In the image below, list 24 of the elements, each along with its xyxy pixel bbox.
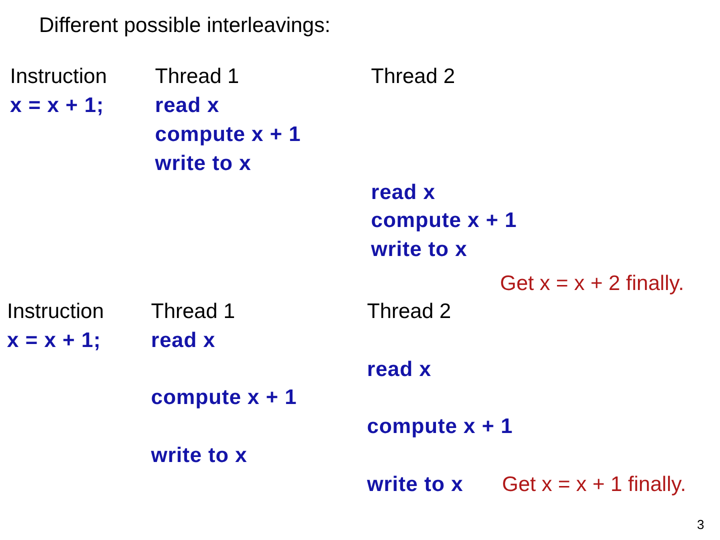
code-step: compute x + 1 <box>151 387 297 408</box>
code-step: read x <box>155 95 220 116</box>
code-step: write to x <box>371 239 468 260</box>
code-step: compute x + 1 <box>155 124 301 146</box>
code-step: x = x + 1; <box>7 330 101 352</box>
column-header: Instruction <box>7 301 104 322</box>
result-note: Get x = x + 2 finally. <box>500 273 684 294</box>
column-header: Instruction <box>10 66 107 88</box>
code-step: compute x + 1 <box>371 210 517 232</box>
code-step: write to x <box>151 445 248 466</box>
code-step: read x <box>151 330 216 352</box>
result-note: Get x = x + 1 finally. <box>502 474 686 496</box>
code-step: x = x + 1; <box>10 95 104 116</box>
column-header: Thread 1 <box>155 66 240 88</box>
code-step: compute x + 1 <box>367 416 513 438</box>
slide-title: Different possible interleavings: <box>39 15 330 36</box>
code-step: read x <box>367 359 432 380</box>
page-number: 3 <box>697 518 704 531</box>
code-step: write to x <box>155 153 252 174</box>
column-header: Thread 1 <box>151 301 236 322</box>
code-step: write to x <box>367 474 464 496</box>
code-step: read x <box>371 182 436 204</box>
column-header: Thread 2 <box>371 66 456 88</box>
column-header: Thread 2 <box>367 301 452 322</box>
